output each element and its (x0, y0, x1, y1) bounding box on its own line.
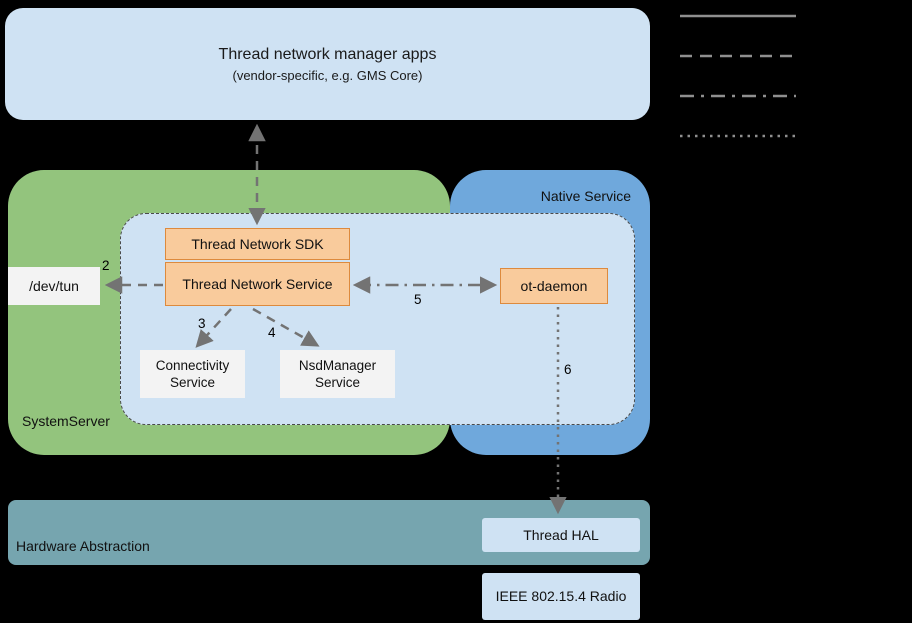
apps-box-title: Thread network manager apps (218, 45, 437, 63)
ieee-radio-node: IEEE 802.15.4 Radio (482, 573, 640, 620)
edge-label-6: 6 (564, 362, 572, 377)
apps-box-subtitle: (vendor-specific, e.g. GMS Core) (232, 67, 423, 83)
thread-network-service-node: Thread Network Service (165, 262, 350, 306)
edge-label-2: 2 (102, 258, 110, 273)
dev-tun-node: /dev/tun (8, 267, 100, 305)
edge-label-5: 5 (414, 292, 422, 307)
connectivity-service-node: Connectivity Service (140, 350, 245, 398)
ot-daemon-node: ot-daemon (500, 268, 608, 304)
thread-network-sdk-node: Thread Network SDK (165, 228, 350, 260)
thread-hal-node: Thread HAL (482, 518, 640, 552)
edge-label-3: 3 (198, 316, 206, 331)
apps-box: Thread network manager apps (vendor-spec… (5, 8, 650, 120)
edge-label-4: 4 (268, 325, 276, 340)
hardware-abstraction-label: Hardware Abstraction (16, 538, 150, 554)
native-service-label: Native Service (540, 188, 631, 204)
nsd-manager-service-node: NsdManager Service (280, 350, 395, 398)
system-server-label: SystemServer (22, 413, 110, 429)
